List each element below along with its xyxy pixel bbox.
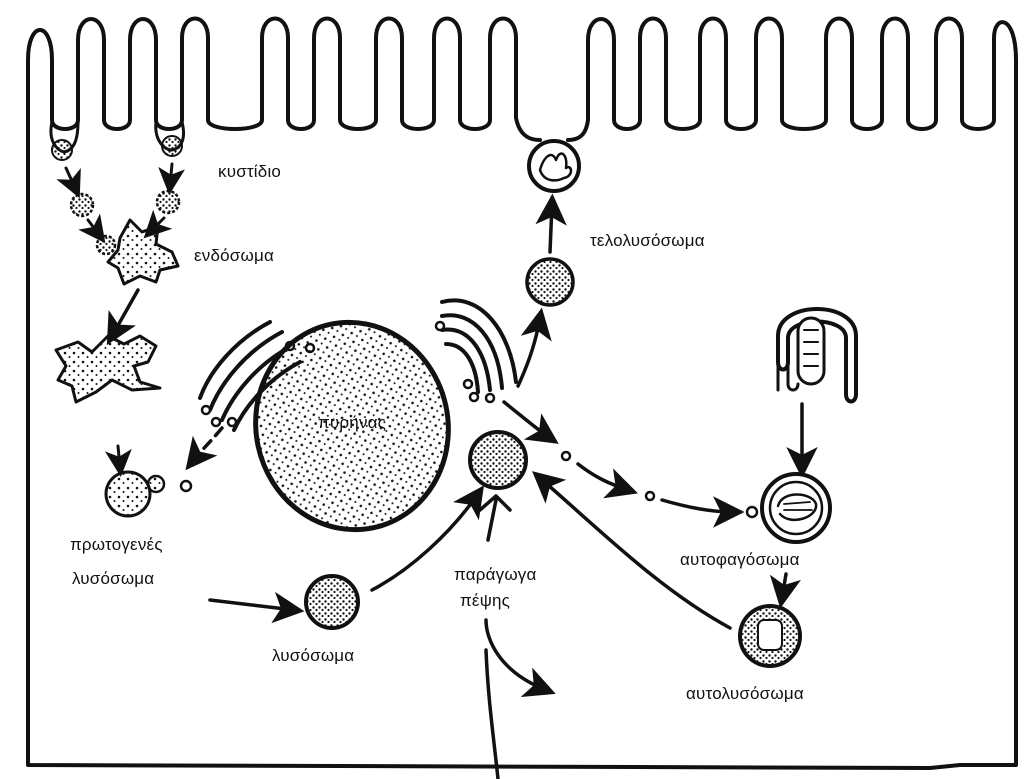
coated-vesicles xyxy=(56,162,186,256)
arrow-digestion-products-exit xyxy=(484,618,556,698)
arrow-telolysosome-up xyxy=(535,193,567,254)
endocytic-pit-left xyxy=(49,120,80,161)
label-autolysosome: αυτολυσόσωμα xyxy=(686,684,804,703)
arrow-golgi-to-telolysosome xyxy=(516,307,552,388)
endosome xyxy=(106,218,180,286)
label-autophagosome: αυτοφαγόσωμα xyxy=(680,550,800,569)
label-digestion-products-line2: πέψης xyxy=(460,591,510,610)
primary-lysosome xyxy=(104,444,193,518)
telolysosome-exocytosis xyxy=(527,139,581,193)
telolysosome-lower xyxy=(525,257,575,307)
lysosome xyxy=(304,574,360,630)
label-primary-lysosome-line2: λυσόσωμα xyxy=(72,569,154,588)
arrow-endosome-down xyxy=(106,288,140,346)
label-telolysosome: τελολυσόσωμα xyxy=(590,231,705,250)
endocytic-pit-right xyxy=(154,120,186,157)
label-vesicle: κυστίδιο xyxy=(218,162,281,181)
autophagosome xyxy=(745,472,832,544)
label-digestion-products-line1: παράγωγα xyxy=(454,565,537,584)
arrow-from-primary-lysosome xyxy=(208,591,305,624)
late-endosome xyxy=(54,334,162,404)
arrow-golgi-to-primary-lysosome xyxy=(185,426,224,471)
golgi-apparatus-right xyxy=(434,298,518,404)
arrow-autophagosome-to-autolysosome xyxy=(769,572,801,609)
autolysosome xyxy=(738,604,802,668)
vesicle-trail-to-autophagosome xyxy=(502,400,745,528)
label-primary-lysosome-line1: πρωτογενές xyxy=(70,535,163,554)
arrow-autolysosome-to-residual xyxy=(532,471,732,630)
arrow-lysosome-to-secondary xyxy=(370,485,485,592)
nucleus xyxy=(253,319,451,533)
cell-membrane xyxy=(26,16,1018,770)
label-lysosome: λυσόσωμα xyxy=(272,646,354,665)
digestion-products-out xyxy=(478,494,512,542)
label-nucleus: πυρήνας xyxy=(318,413,386,432)
line-digestion-products-down xyxy=(484,648,500,779)
secondary-lysosome xyxy=(468,430,528,490)
label-endosome: ενδόσωμα xyxy=(194,246,274,265)
isolation-membrane xyxy=(776,307,858,404)
